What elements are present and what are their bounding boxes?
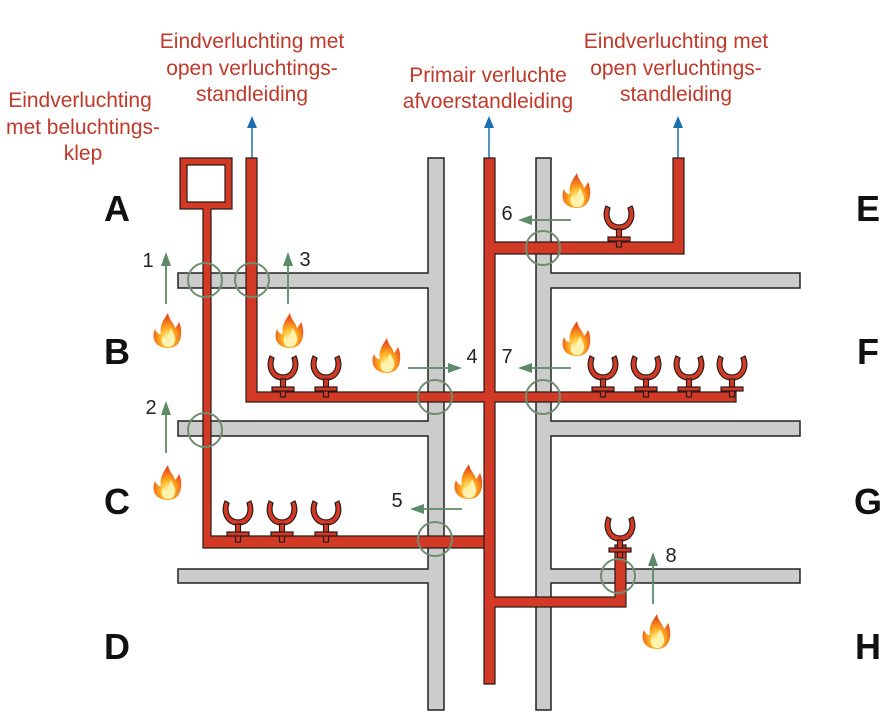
zone-g: G [854,481,882,522]
sanitary-fixture-icon [587,355,619,398]
fire-collar-ring-icon [525,379,561,415]
sanitary-fixture-icon [310,355,342,398]
sanitary-fixture-icon [630,355,662,398]
svg-text:Primair verluchte: Primair verluchte [409,64,567,87]
fire-icon [642,614,671,649]
zone-a: A [104,188,130,229]
sanitary-fixture-icon [604,516,636,559]
svg-text:Eindverluchting met: Eindverluchting met [160,30,345,53]
svg-text:met beluchtings-: met beluchtings- [6,116,160,139]
svg-text:afvoerstandleiding: afvoerstandleiding [403,90,573,113]
fire-collar-ring-icon [417,379,453,415]
fire-collar-ring-icon [187,262,223,298]
vent-arrows [247,116,683,158]
zone-b: B [104,331,130,372]
svg-text:Eindverluchting met: Eindverluchting met [584,30,769,53]
fire-icon [454,464,483,499]
sanitary-fixture-icon [603,205,635,248]
svg-text:2: 2 [145,397,156,419]
label-beluchtingsklep: Eindverluchting met beluchtings- klep [6,89,160,165]
fire-icon [562,173,591,208]
fire-path-6: 6 [501,203,571,225]
zone-c: C [104,481,130,522]
svg-text:standleiding: standleiding [620,83,732,106]
svg-text:open verluchtings-: open verluchtings- [166,57,338,80]
svg-text:standleiding: standleiding [196,83,308,106]
pipes [179,157,737,685]
label-open-vent-left: Eindverluchting met open verluchtings- s… [160,30,345,106]
fire-icon [275,313,304,348]
fire-collars [187,230,636,594]
fire-path-5: 5 [391,490,462,514]
svg-text:1: 1 [142,250,153,272]
fire-collar-ring-icon [600,558,636,594]
fire-collar-ring-icon [187,412,223,448]
zone-e: E [856,188,880,229]
sanitary-fixture-icon [673,355,705,398]
label-open-vent-right: Eindverluchting met open verluchtings- s… [584,30,769,106]
fire-icon [372,338,401,373]
fire-path-3: 3 [283,249,311,304]
svg-text:5: 5 [391,490,402,512]
sanitary-fixture-icon [716,355,748,398]
svg-text:4: 4 [466,346,477,368]
sanitary-fixture-icon [222,500,254,543]
zone-d: D [104,626,130,667]
svg-text:6: 6 [501,203,512,225]
zone-h: H [855,626,881,667]
fire-icon [153,313,182,348]
fire-icon [562,321,591,356]
sanitary-fixture-icon [266,500,298,543]
zone-f: F [857,331,879,372]
fire-collar-ring-icon [525,230,561,266]
svg-text:klep: klep [64,142,103,165]
sanitary-fixture-icon [310,500,342,543]
sanitary-fixture-icon [267,355,299,398]
fire-path-2: 2 [145,397,171,453]
fire-icon [153,465,182,500]
svg-text:open verluchtings-: open verluchtings- [590,57,762,80]
fire-path-7: 7 [501,346,571,373]
svg-text:8: 8 [665,545,676,567]
fire-collar-ring-icon [234,262,270,298]
fire-path-8: 8 [648,545,677,604]
svg-text:3: 3 [299,249,310,271]
svg-text:Eindverluchting: Eindverluchting [8,89,152,112]
fire-path-1: 1 [142,250,171,304]
wall-left-structure [177,157,445,711]
fire-collar-ring-icon [417,521,453,557]
label-primary-stack: Primair verluchte afvoerstandleiding [403,64,573,113]
fire-path-4: 4 [408,346,478,373]
vent-stack-left [245,157,737,685]
svg-text:7: 7 [501,346,512,368]
